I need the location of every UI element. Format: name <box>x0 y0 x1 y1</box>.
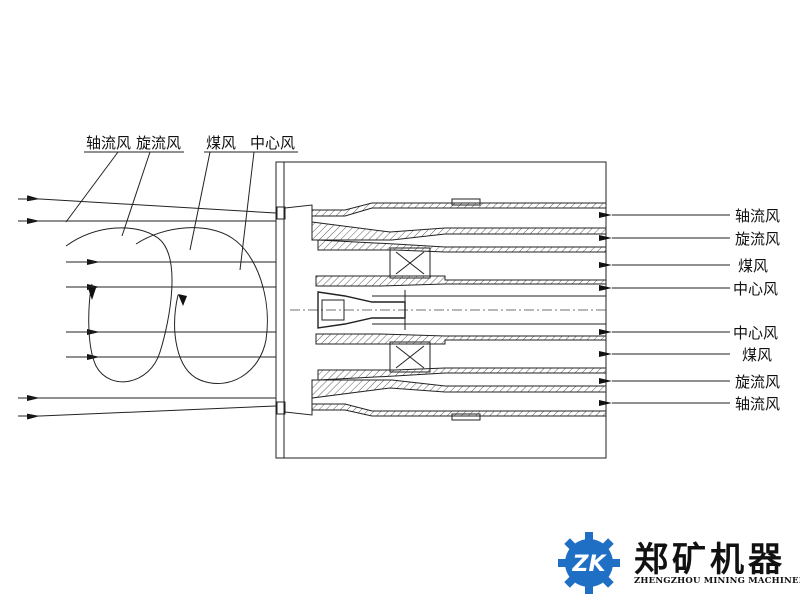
nozzle-core <box>321 299 345 321</box>
outer-tube-wall-top <box>311 202 607 217</box>
swirl-loop-left <box>65 227 173 383</box>
swirl-tube-wall-bottom <box>311 379 607 399</box>
swirl-arrowhead-right <box>178 294 187 306</box>
swirl-arrowhead-left <box>88 288 96 300</box>
coal-tube-wall-top <box>317 239 607 253</box>
swirl-tube-wall-top <box>311 221 607 241</box>
brand-logo: ZK 郑矿机器 ZHENGZHOU MINING MACHINERY <box>556 530 800 596</box>
burner-body <box>275 161 607 459</box>
flame-zone <box>18 151 298 420</box>
gear-logo-icon: ZK <box>558 532 620 594</box>
flange-top <box>451 198 481 206</box>
label-center-flow-right-top: 中心风 <box>733 280 778 298</box>
label-swirl-flow-left: 旋流风 <box>136 134 181 152</box>
leader-axial <box>65 151 119 223</box>
axial-flow-line-upper-1 <box>26 195 277 214</box>
label-coal-flow-right-bottom: 煤风 <box>742 346 772 364</box>
label-coal-flow-left: 煤风 <box>206 134 236 152</box>
label-center-flow-left: 中心风 <box>250 134 295 152</box>
brand-name-cn: 郑矿机器 <box>634 540 786 580</box>
label-axial-flow-right-top: 轴流风 <box>735 207 780 225</box>
swirl-loop-right <box>135 227 268 384</box>
label-swirl-flow-right-bottom: 旋流风 <box>735 373 780 391</box>
logo-letters: ZK <box>572 552 608 577</box>
coal-tube-wall-bottom <box>317 367 607 381</box>
label-center-flow-right-bottom: 中心风 <box>733 324 778 342</box>
center-tube-wall-top <box>315 275 607 287</box>
outer-tube-wall-bottom <box>311 403 607 417</box>
axial-flow-line-lower-2 <box>26 405 277 420</box>
bolt-bottom <box>276 401 286 415</box>
inlet-arrows <box>599 212 730 406</box>
label-coal-flow-right-top: 煤风 <box>738 257 768 275</box>
bolt-top <box>276 206 286 220</box>
leader-swirl <box>121 151 151 237</box>
end-plate <box>275 161 285 459</box>
brand-name-en: ZHENGZHOU MINING MACHINERY <box>634 576 800 586</box>
leader-coal <box>189 151 211 251</box>
label-axial-flow-right-bottom: 轴流风 <box>735 395 780 413</box>
label-axial-flow-left: 轴流风 <box>86 134 131 152</box>
center-tube-wall-bottom <box>315 333 607 345</box>
leader-center <box>239 151 255 271</box>
label-swirl-flow-right-top: 旋流风 <box>735 230 780 248</box>
flange-bottom <box>451 413 481 421</box>
